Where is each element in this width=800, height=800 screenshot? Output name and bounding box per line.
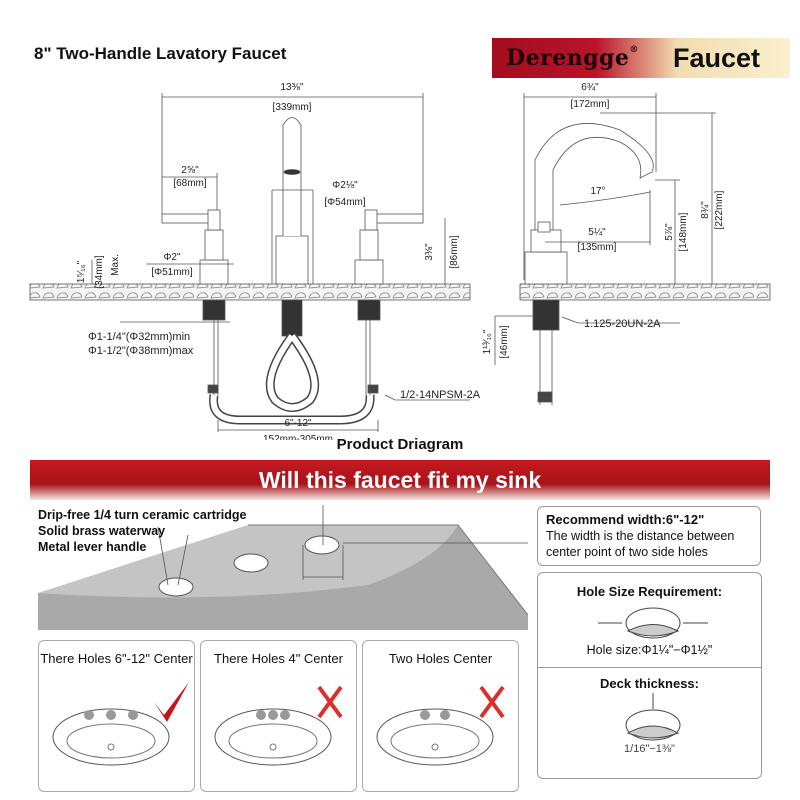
deck-thickness-title: Deck thickness:	[600, 676, 699, 691]
dim-deck-max-mm: [34mm]	[94, 255, 105, 289]
recommend-text: The width is the distance between center…	[546, 529, 735, 559]
dim-reach-mm: [135mm]	[578, 242, 617, 253]
dim-spread-mm: 152mm-305mm	[263, 434, 333, 440]
dim-side-width-in: 6¾"	[581, 82, 599, 93]
dim-spout-dia-in: Φ2⅛"	[332, 180, 358, 191]
dim-shank-in: 1¹³⁄₁₆"	[482, 329, 493, 354]
feature-item: Drip-free 1/4 turn ceramic cartridge	[38, 508, 247, 522]
option-label: There Holes 4" Center	[214, 651, 343, 666]
cross-icon	[479, 685, 505, 719]
hole-size-title: Hole Size Requirement:	[576, 584, 723, 599]
feature-item: Metal lever handle	[38, 540, 147, 554]
dim-spread-in: 6"-12"	[284, 418, 312, 429]
dim-handle-len-mm: [68mm]	[173, 178, 207, 189]
dim-handle-h-mm: [86mm]	[449, 235, 460, 269]
sink-top-icon	[52, 682, 189, 766]
sink-illustration	[38, 505, 528, 630]
deck-thickness-value: 1/16"−1⅜"	[624, 743, 675, 755]
dim-inlet-thread: 1/2-14NPSM-2A	[400, 389, 481, 401]
option-card-3holes-4: There Holes 4" Center	[200, 640, 357, 792]
page-title: 8" Two-Handle Lavatory Faucet	[34, 44, 287, 63]
dim-spout-h-mm: [148mm]	[678, 212, 689, 251]
recommend-title: Recommend width:6"-12"	[546, 512, 705, 527]
recommend-box: Recommend width:6"-12" The width is the …	[537, 506, 761, 566]
dim-shank-mm: [46mm]	[499, 325, 510, 359]
dim-overall-width-in: 13⅜"	[280, 82, 303, 93]
dim-total-h-mm: [222mm]	[714, 190, 725, 229]
dim-hole-min: Φ1-1/4"(Φ32mm)min	[88, 331, 190, 343]
dim-handle-len-in: 2⅝"	[181, 165, 199, 176]
fit-banner: Will this faucet fit my sink	[30, 460, 770, 500]
hole-size-value: Hole size:Φ1¼"−Φ1½"	[586, 643, 713, 657]
dim-total-h-in: 8¾"	[700, 201, 711, 219]
dim-overall-width-mm: [339mm]	[273, 102, 312, 113]
feature-list: Drip-free 1/4 turn ceramic cartridge Sol…	[38, 507, 246, 555]
dim-swivel: 17°	[590, 186, 605, 197]
dim-spout-dia-mm: [Φ54mm]	[324, 197, 366, 208]
diagram-caption: Product Driagram	[336, 436, 464, 453]
check-icon	[154, 682, 189, 722]
deck-right	[519, 283, 771, 301]
option-label: Two Holes Center	[388, 651, 493, 666]
option-card-2holes: Two Holes Center	[362, 640, 519, 792]
product-diagram: 13⅜" [339mm] 2⅝" [68mm] Φ2⅛" [Φ54mm] Φ2"…	[29, 82, 771, 440]
dim-deck-max-in: 1⁵⁄₁₆"	[76, 260, 87, 283]
brand-logo: Derengge® Faucet	[492, 38, 790, 78]
option-card-3holes-6-12: There Holes 6"-12" Center	[38, 640, 195, 792]
cross-icon	[317, 685, 343, 719]
option-label: There Holes 6"-12" Center	[40, 651, 193, 666]
dim-reach-in: 5¼"	[588, 226, 606, 238]
requirements-box: Hole Size Requirement: Hole size:Φ1¼"−Φ1…	[537, 572, 762, 779]
dim-deck-max-label: Max.	[110, 254, 121, 276]
hole-size-icon	[538, 603, 763, 639]
deck-left	[29, 283, 471, 301]
sink-top-icon	[376, 685, 505, 766]
dim-spout-h-in: 5⅞"	[664, 223, 675, 241]
deck-thickness-icon	[625, 693, 681, 741]
sink-top-icon	[214, 685, 343, 766]
dim-side-width-mm: [172mm]	[571, 99, 610, 110]
brand-suffix: Faucet	[672, 42, 760, 73]
brand-name: Derengge®	[506, 45, 639, 71]
dim-handle-h-in: 3⅜"	[424, 243, 435, 261]
dim-handle-base-in: Φ2"	[163, 252, 181, 263]
feature-item: Solid brass waterway	[38, 524, 166, 538]
dim-handle-base-mm: [Φ51mm]	[151, 267, 193, 278]
dim-hole-max: Φ1-1/2"(Φ38mm)max	[88, 345, 194, 357]
dim-shank-thread: 1.125-20UN-2A	[584, 318, 661, 330]
